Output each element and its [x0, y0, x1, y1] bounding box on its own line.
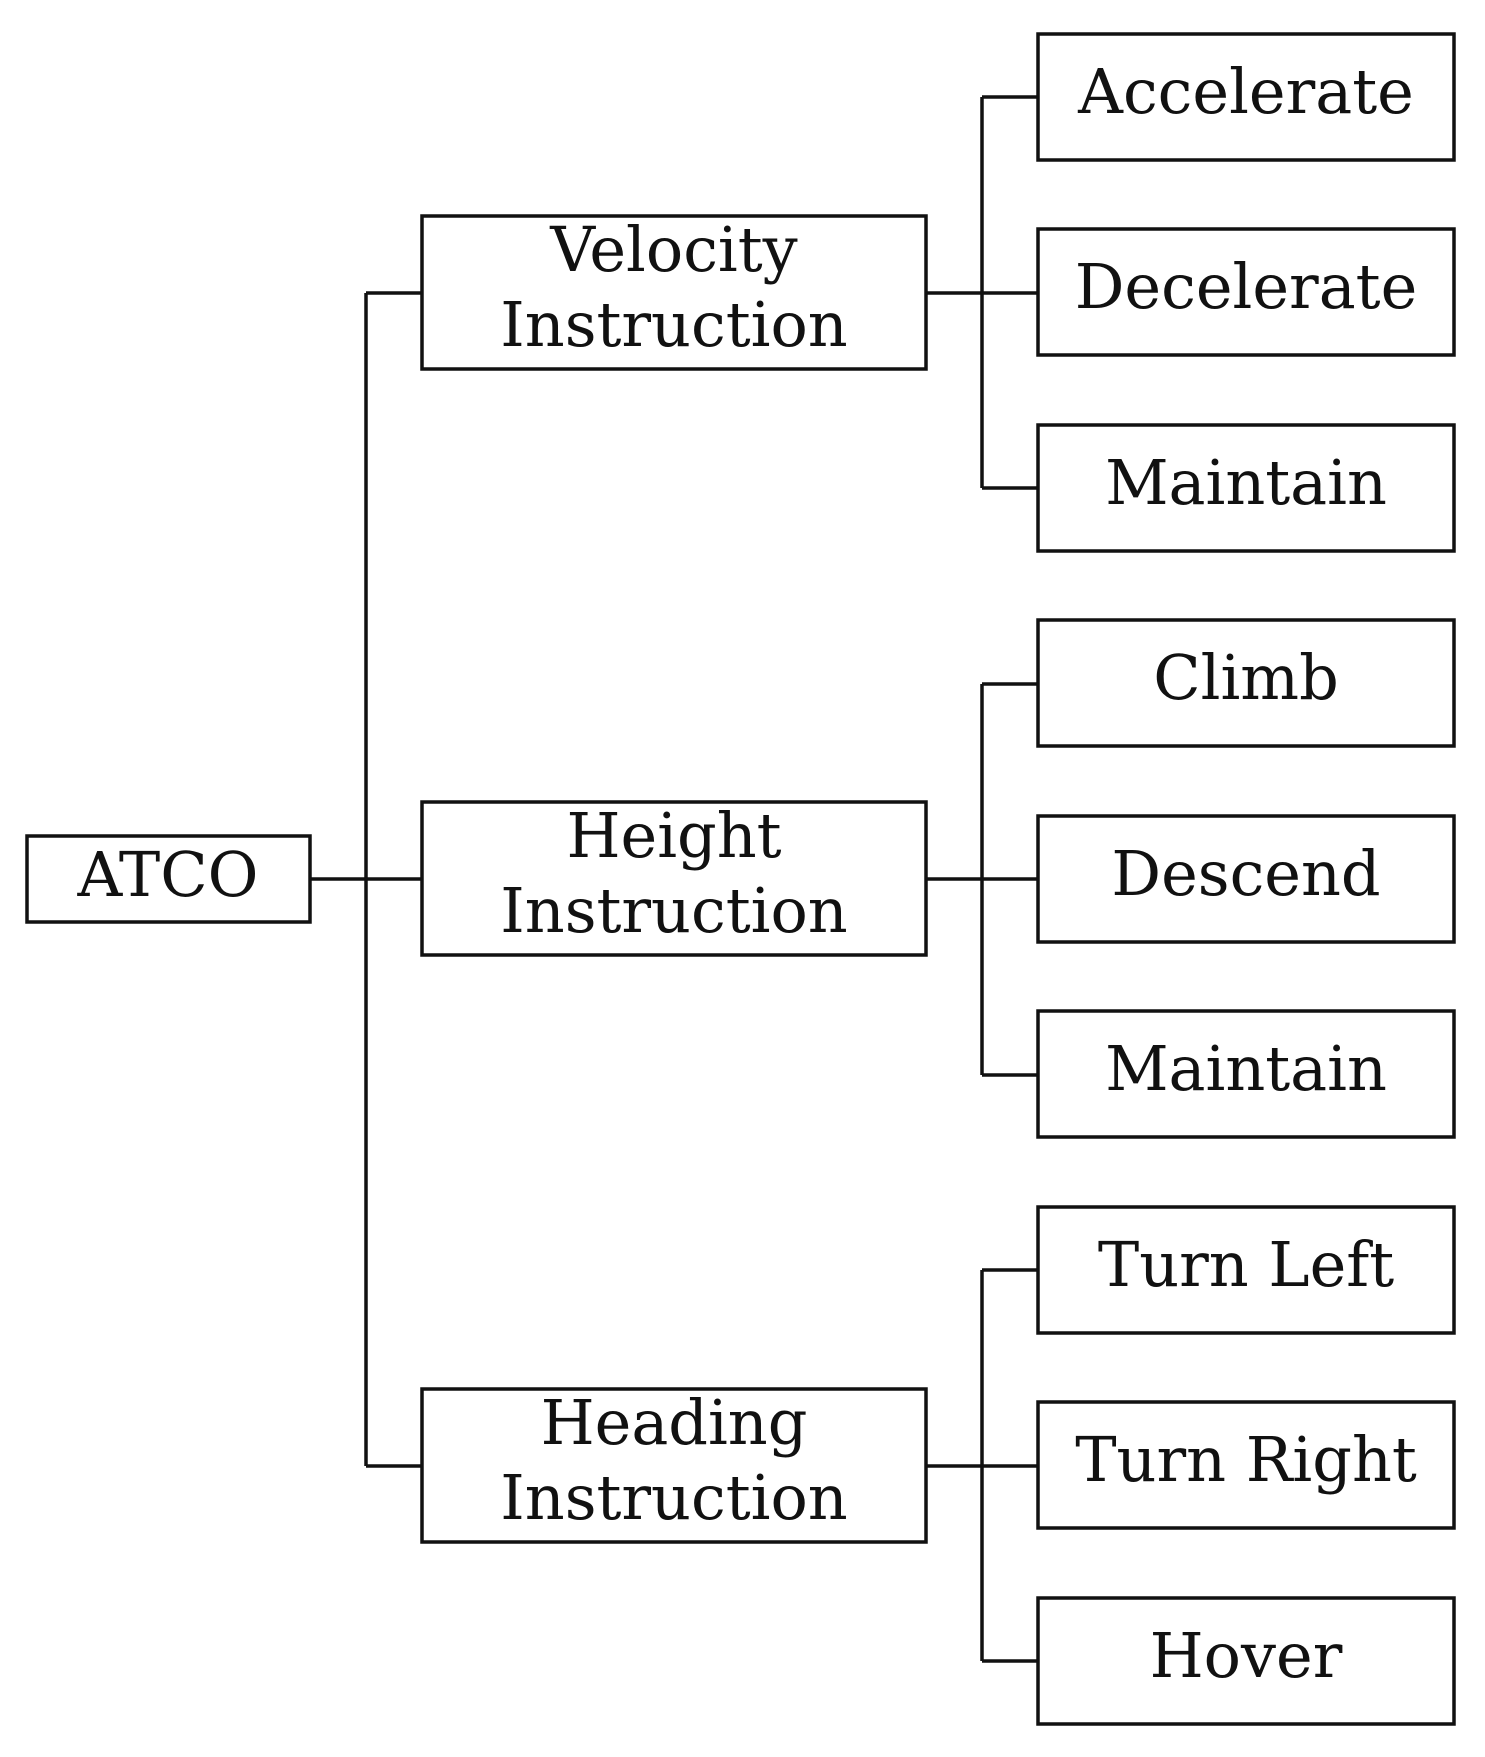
turn-left-node: Turn Left — [1036, 1205, 1456, 1335]
hover-node: Hover — [1036, 1596, 1456, 1726]
hover-label: Hover — [1150, 1619, 1343, 1692]
velocity-instruction-line-1: Velocity — [549, 213, 797, 286]
atco-node: ATCO — [25, 834, 312, 924]
height-instruction-line-2: Instruction — [500, 874, 847, 947]
turn-right-label: Turn Right — [1075, 1423, 1417, 1496]
descend-label: Descend — [1111, 837, 1380, 910]
velocity-maintain-node: Maintain — [1036, 423, 1456, 553]
climb-label: Climb — [1153, 641, 1339, 714]
accelerate-label: Accelerate — [1077, 55, 1414, 128]
velocity-instruction-line-2: Instruction — [500, 288, 847, 361]
accelerate-node: Accelerate — [1036, 32, 1456, 162]
height-maintain-node: Maintain — [1036, 1009, 1456, 1139]
atco-label: ATCO — [76, 838, 258, 911]
turn-left-label: Turn Left — [1098, 1228, 1394, 1301]
heading-instruction-line-2: Instruction — [500, 1461, 847, 1534]
heading-instruction-node: Heading Instruction — [420, 1386, 928, 1544]
decelerate-label: Decelerate — [1075, 250, 1418, 323]
decelerate-node: Decelerate — [1036, 227, 1456, 357]
descend-node: Descend — [1036, 814, 1456, 944]
heading-instruction-line-1: Heading — [541, 1386, 808, 1459]
height-instruction-line-1: Height — [566, 799, 781, 872]
connector-lines — [310, 95, 1038, 1663]
height-maintain-label: Maintain — [1105, 1032, 1387, 1105]
velocity-maintain-label: Maintain — [1105, 446, 1387, 519]
velocity-instruction-node: Velocity Instruction — [420, 213, 928, 371]
climb-node: Climb — [1036, 618, 1456, 748]
turn-right-node: Turn Right — [1036, 1400, 1456, 1530]
height-instruction-node: Height Instruction — [420, 799, 928, 957]
